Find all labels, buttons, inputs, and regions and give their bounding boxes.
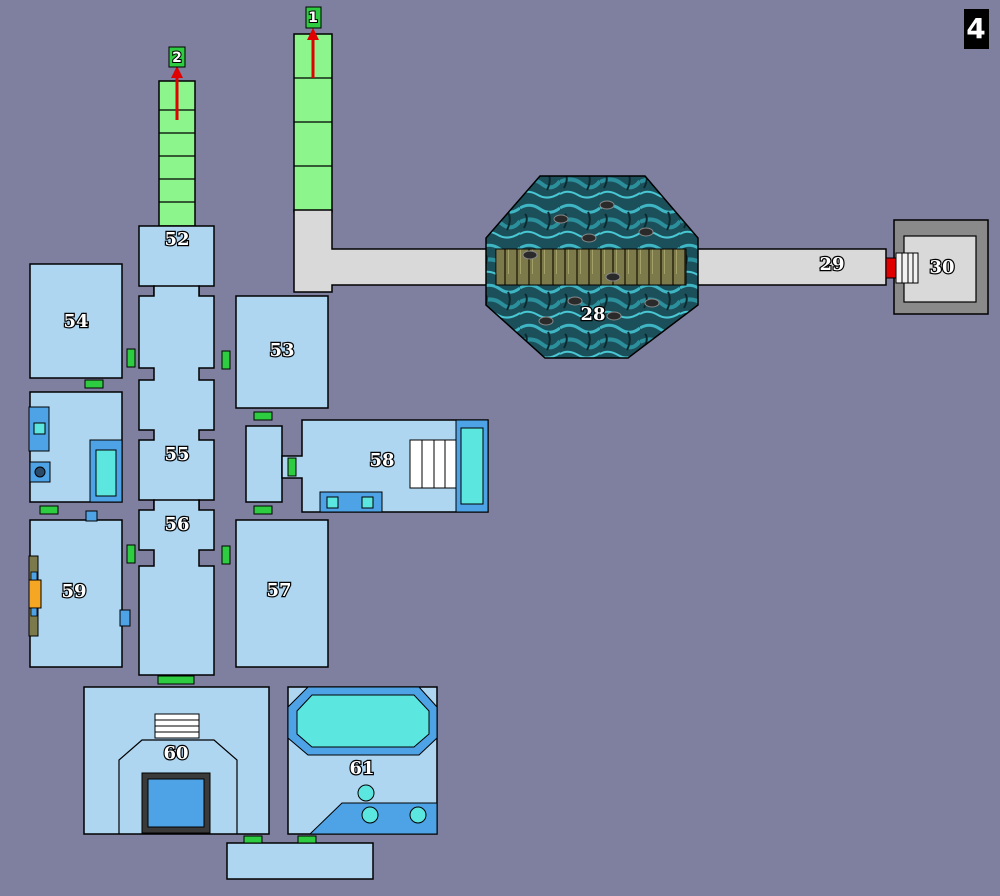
exit-1-label: 1 (308, 10, 318, 26)
level-indicator: 4 (964, 9, 989, 49)
door-56-60 (157, 675, 195, 685)
room-55-label: 55 (164, 444, 189, 465)
room-58[interactable] (281, 419, 489, 513)
room-south-passage[interactable] (226, 842, 374, 880)
door-59-west (39, 505, 59, 515)
room-53[interactable] (235, 295, 329, 409)
door-57-56 (221, 545, 231, 565)
room-56-label: 56 (164, 514, 189, 535)
room-61[interactable] (287, 686, 438, 835)
door-60-passage (243, 835, 263, 844)
level-label: 4 (966, 12, 985, 45)
room-vestibule[interactable] (245, 425, 283, 503)
room-58-label: 58 (369, 450, 394, 471)
doors[interactable] (39, 348, 317, 844)
stepping-stones (522, 200, 660, 326)
door-54-west (84, 379, 104, 389)
room-28[interactable] (485, 175, 699, 359)
exit-2-label: 2 (172, 50, 182, 66)
room-29-label: 29 (819, 254, 844, 275)
room-bath-west[interactable] (28, 391, 123, 503)
door-53-vestibule (253, 411, 273, 421)
room-53-label: 53 (269, 340, 294, 361)
door-30[interactable] (885, 257, 897, 279)
room-59[interactable] (28, 510, 131, 668)
room-56[interactable] (138, 499, 215, 676)
room-55[interactable] (138, 285, 215, 511)
bookshelf-59 (28, 555, 42, 637)
stairs-58 (409, 439, 457, 489)
room-57-label: 57 (266, 580, 291, 601)
exit-1-arrow[interactable]: 1 (305, 6, 322, 78)
door-53-55 (221, 350, 231, 370)
stairs-30 (895, 252, 919, 284)
room-54[interactable] (29, 263, 123, 379)
room-61-label: 61 (349, 758, 374, 779)
door-54-55 (126, 348, 136, 368)
room-54-label: 54 (63, 311, 88, 332)
room-28-label: 28 (580, 304, 605, 325)
room-60-label: 60 (163, 743, 188, 764)
room-59-label: 59 (61, 581, 86, 602)
door-vestibule-58 (287, 457, 297, 477)
door-vestibule-57 (253, 505, 273, 515)
room-57[interactable] (235, 519, 329, 668)
room-30-label: 30 (929, 257, 954, 278)
door-61-passage (297, 835, 317, 844)
room-30[interactable] (885, 219, 989, 315)
room-60[interactable] (83, 686, 270, 835)
stairs-60 (154, 713, 200, 739)
room-52-label: 52 (164, 229, 189, 250)
exit-2-arrow[interactable]: 2 (168, 46, 186, 120)
door-59-56 (126, 544, 136, 564)
